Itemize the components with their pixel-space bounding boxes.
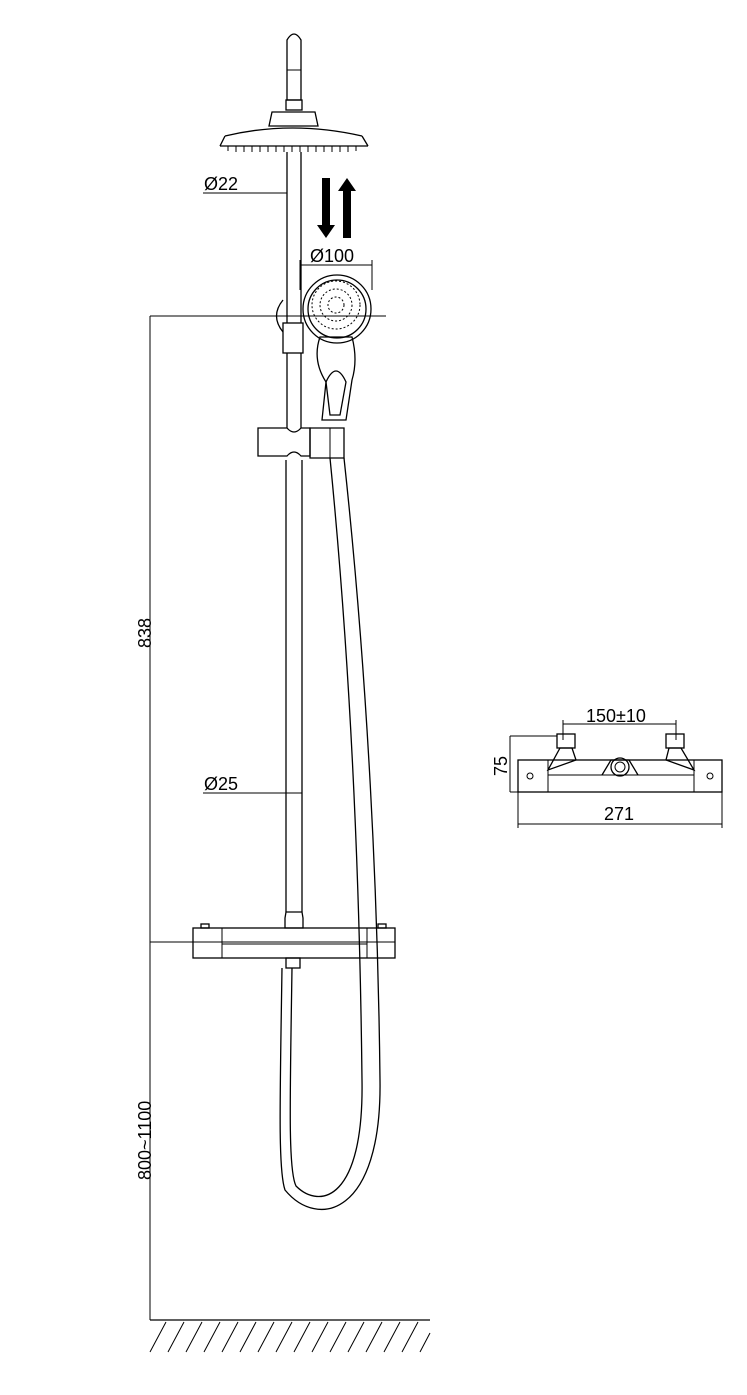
upper-rail bbox=[282, 152, 304, 428]
rain-shower-head bbox=[219, 111, 369, 152]
floor-hatch-icon bbox=[149, 1319, 431, 1353]
lower-rail bbox=[284, 460, 304, 929]
shower-set bbox=[192, 33, 396, 1211]
shower-hose bbox=[279, 457, 381, 1211]
valve-front-view bbox=[517, 733, 723, 793]
thermostatic-valve bbox=[192, 923, 396, 969]
mount-height-label: 800~1100 bbox=[135, 1101, 155, 1180]
shower-arm bbox=[285, 33, 303, 111]
rail-diameter-label: Ø22 bbox=[204, 174, 238, 194]
hand-shower bbox=[302, 274, 372, 421]
valve-dimension-lines bbox=[509, 720, 723, 828]
inlet-spacing-label: 150±10 bbox=[586, 706, 646, 726]
hand-shower-diameter-label: Ø100 bbox=[310, 246, 354, 266]
up-down-arrows-icon bbox=[317, 178, 356, 238]
valve-height-label: 75 bbox=[491, 756, 511, 776]
height-838-label: 838 bbox=[135, 618, 155, 648]
pipe-diameter-label: Ø25 bbox=[204, 774, 238, 794]
dimension-lines bbox=[149, 192, 395, 1320]
slider-holder bbox=[257, 427, 345, 459]
valve-width-label: 271 bbox=[604, 804, 634, 824]
